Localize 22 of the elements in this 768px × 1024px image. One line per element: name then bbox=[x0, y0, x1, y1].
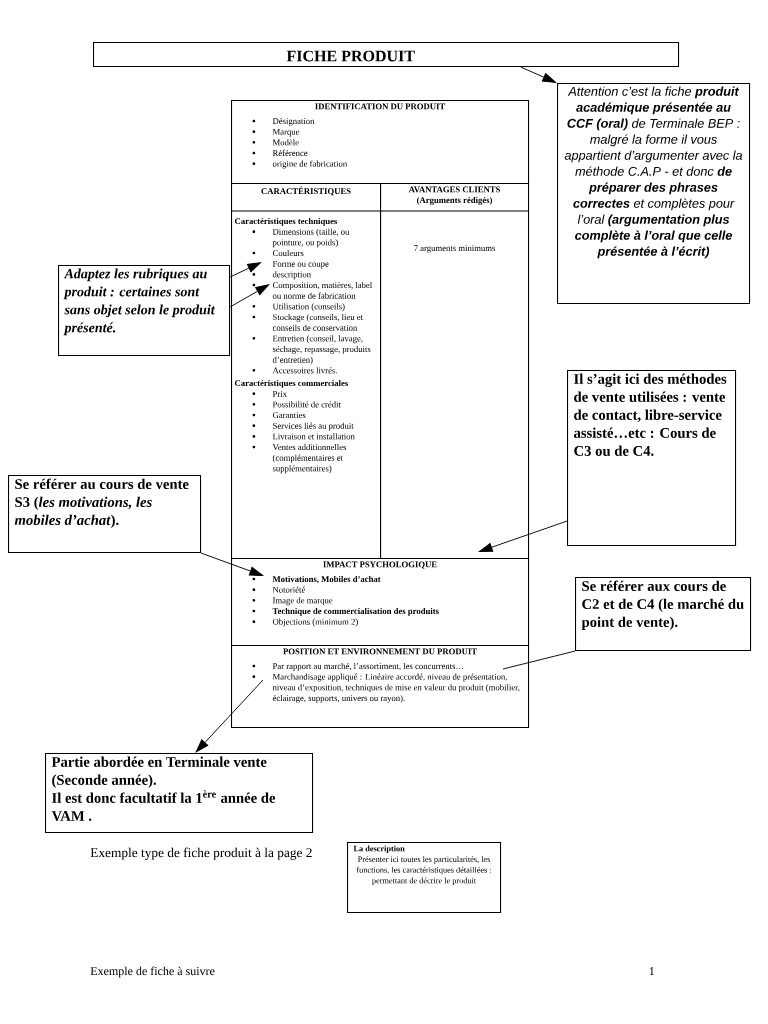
form-section: POSITION ET ENVIRONNEMENT DU PRODUIT Par rapport au marché, l’assortiment, les concurrents… Marchandisage appliqué : Linéaire accordé, niveau de présentation, niveau d’exposition, techniques de mise en valeur du produit (mobilier, éclairage, supports, univers ou rayon). bbox=[231, 645, 530, 729]
callout-box: Attention c’est la fiche produit académique présentée au CCF (oral) de Terminale BEP : malgré la forme il vous appartient d’argumenter avec la méthode C.A.P - et donc de préparer des phrases correctes et complètes pour l’oral (argumentation plus complète à l’oral que celle présentée à l’écrit) bbox=[557, 83, 751, 305]
arrow bbox=[200, 552, 264, 576]
callout-box: Il s’agit ici des méthodes de vente utilisées : vente de contact, libre-service assisté…etc : Cours de C3 ou de C4. bbox=[567, 370, 737, 547]
form-section: IDENTIFICATION DU PRODUIT Désignation Marque Modèle Référence origine de fabrication bbox=[231, 100, 530, 185]
arrow bbox=[229, 284, 270, 308]
callout-box: Se référer aux cours de C2 et de C4 (le marché du point de vente). bbox=[575, 577, 752, 652]
title-box: FICHE PRODUIT bbox=[93, 42, 680, 68]
callout-box: Se référer au cours de vente S3 (les motivations, les mobiles d’achat). bbox=[8, 475, 202, 554]
form-cell: AVANTAGES CLIENTS (Arguments rédigés) 7 arguments minimums bbox=[380, 183, 530, 560]
arrow bbox=[195, 679, 264, 753]
callout-box: Adaptez les rubriques au produit : certaines sont sans objet selon le produit présenté. bbox=[58, 265, 231, 357]
arrow bbox=[479, 520, 568, 552]
note-box: La description Présenter ici toutes les particularités, les fonctions, les caractéristiques détaillées : permettant de décrire le produit bbox=[347, 842, 502, 914]
form-cell: CARACTÉRISTIQUES Caractéristiques techniques Dimensions (taille, ou pointure, ou poids) Couleurs Forme ou coupe description Composition, matières, label ou norme de fabrication Utilisation (conseils) Stockage (conseils, lieu et conseils de conservation Entretien (conseil, lavage, séchage, repassage, produits d’entretien) Accessoires livrés. Caractéristiques commerciales Prix Possibilité de crédit Garanties Services liés au produit Livraison et installation Ventes additionnelles (complémentaires et supplémentaires) bbox=[231, 183, 382, 560]
note-text: Exemple de fiche à suivre bbox=[90, 966, 215, 978]
note-text: Exemple type de fiche produit à la page 2 bbox=[90, 847, 312, 860]
callout-box: Partie abordée en Terminale vente (Seconde année). Il est donc facultatif la 1$^{ère}$ année de VAM . bbox=[45, 753, 314, 834]
note-text: 1 bbox=[649, 967, 655, 975]
form-section: IMPACT PSYCHOLOGIQUE Motivations, Mobiles d’achat Notoriété Image de marque Technique de commercialisation des produits Objections (minimum 2) bbox=[231, 558, 530, 647]
arrow bbox=[229, 262, 262, 278]
arrow bbox=[520, 66, 557, 83]
